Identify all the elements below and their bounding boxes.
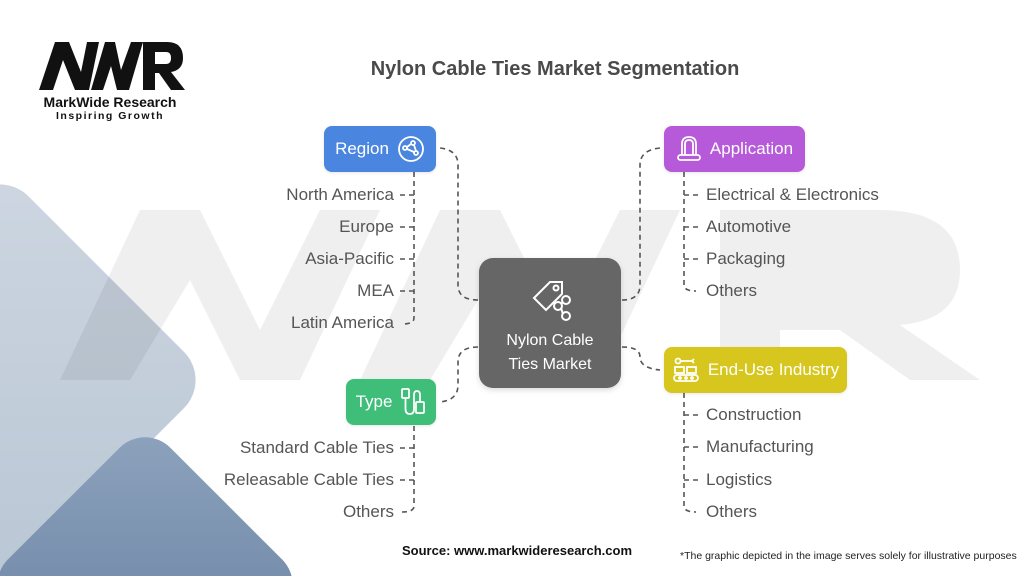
list-item: Standard Cable Ties [239,438,394,457]
brand-tagline: Inspiring Growth [56,110,164,122]
central-node[interactable]: Nylon Cable Ties Market [479,258,621,388]
list-item: North America [286,185,394,204]
list-item: Packaging [706,249,786,268]
central-node-label-1: Nylon Cable [506,332,594,349]
disclaimer-text: *The graphic depicted in the image serve… [680,550,1017,562]
segment-node-region[interactable]: Region [324,126,436,172]
list-item: Automotive [706,217,792,236]
segment-node-application[interactable]: Application [664,126,805,172]
segment-node-end-use-industry[interactable]: End-Use Industry [664,347,847,393]
list-item: Europe [339,217,394,236]
application-label: Application [709,139,794,158]
list-item: Construction [706,405,802,424]
mwr-logo-icon [39,42,185,90]
cable-connector-icon [401,388,426,415]
list-item: Releasable Cable Ties [223,470,394,489]
page-title: Nylon Cable Ties Market Segmentation [370,58,740,80]
end-use-label: End-Use Industry [707,360,840,379]
list-item: Asia-Pacific [305,249,394,268]
tag-share-icon [532,281,571,321]
brand-name: MarkWide Research [43,94,177,110]
central-node-label-2: Ties Market [508,356,592,373]
u-lock-icon [677,136,701,161]
source-text: Source: www.markwideresearch.com [402,543,633,558]
company-logo: MarkWide Research Inspiring Growth [30,40,190,122]
list-item: Latin America [291,313,394,332]
list-item: Manufacturing [706,437,814,456]
list-item: MEA [357,281,394,300]
list-item: Others [342,502,394,521]
globe-network-icon [398,136,424,162]
list-item: Electrical & Electronics [706,185,879,204]
region-label: Region [335,139,389,158]
type-label: Type [355,392,393,411]
list-item: Others [706,502,758,521]
factory-conveyor-icon [672,357,699,382]
list-item: Others [706,281,758,300]
list-item: Logistics [706,470,773,489]
segment-node-type[interactable]: Type [346,379,436,425]
